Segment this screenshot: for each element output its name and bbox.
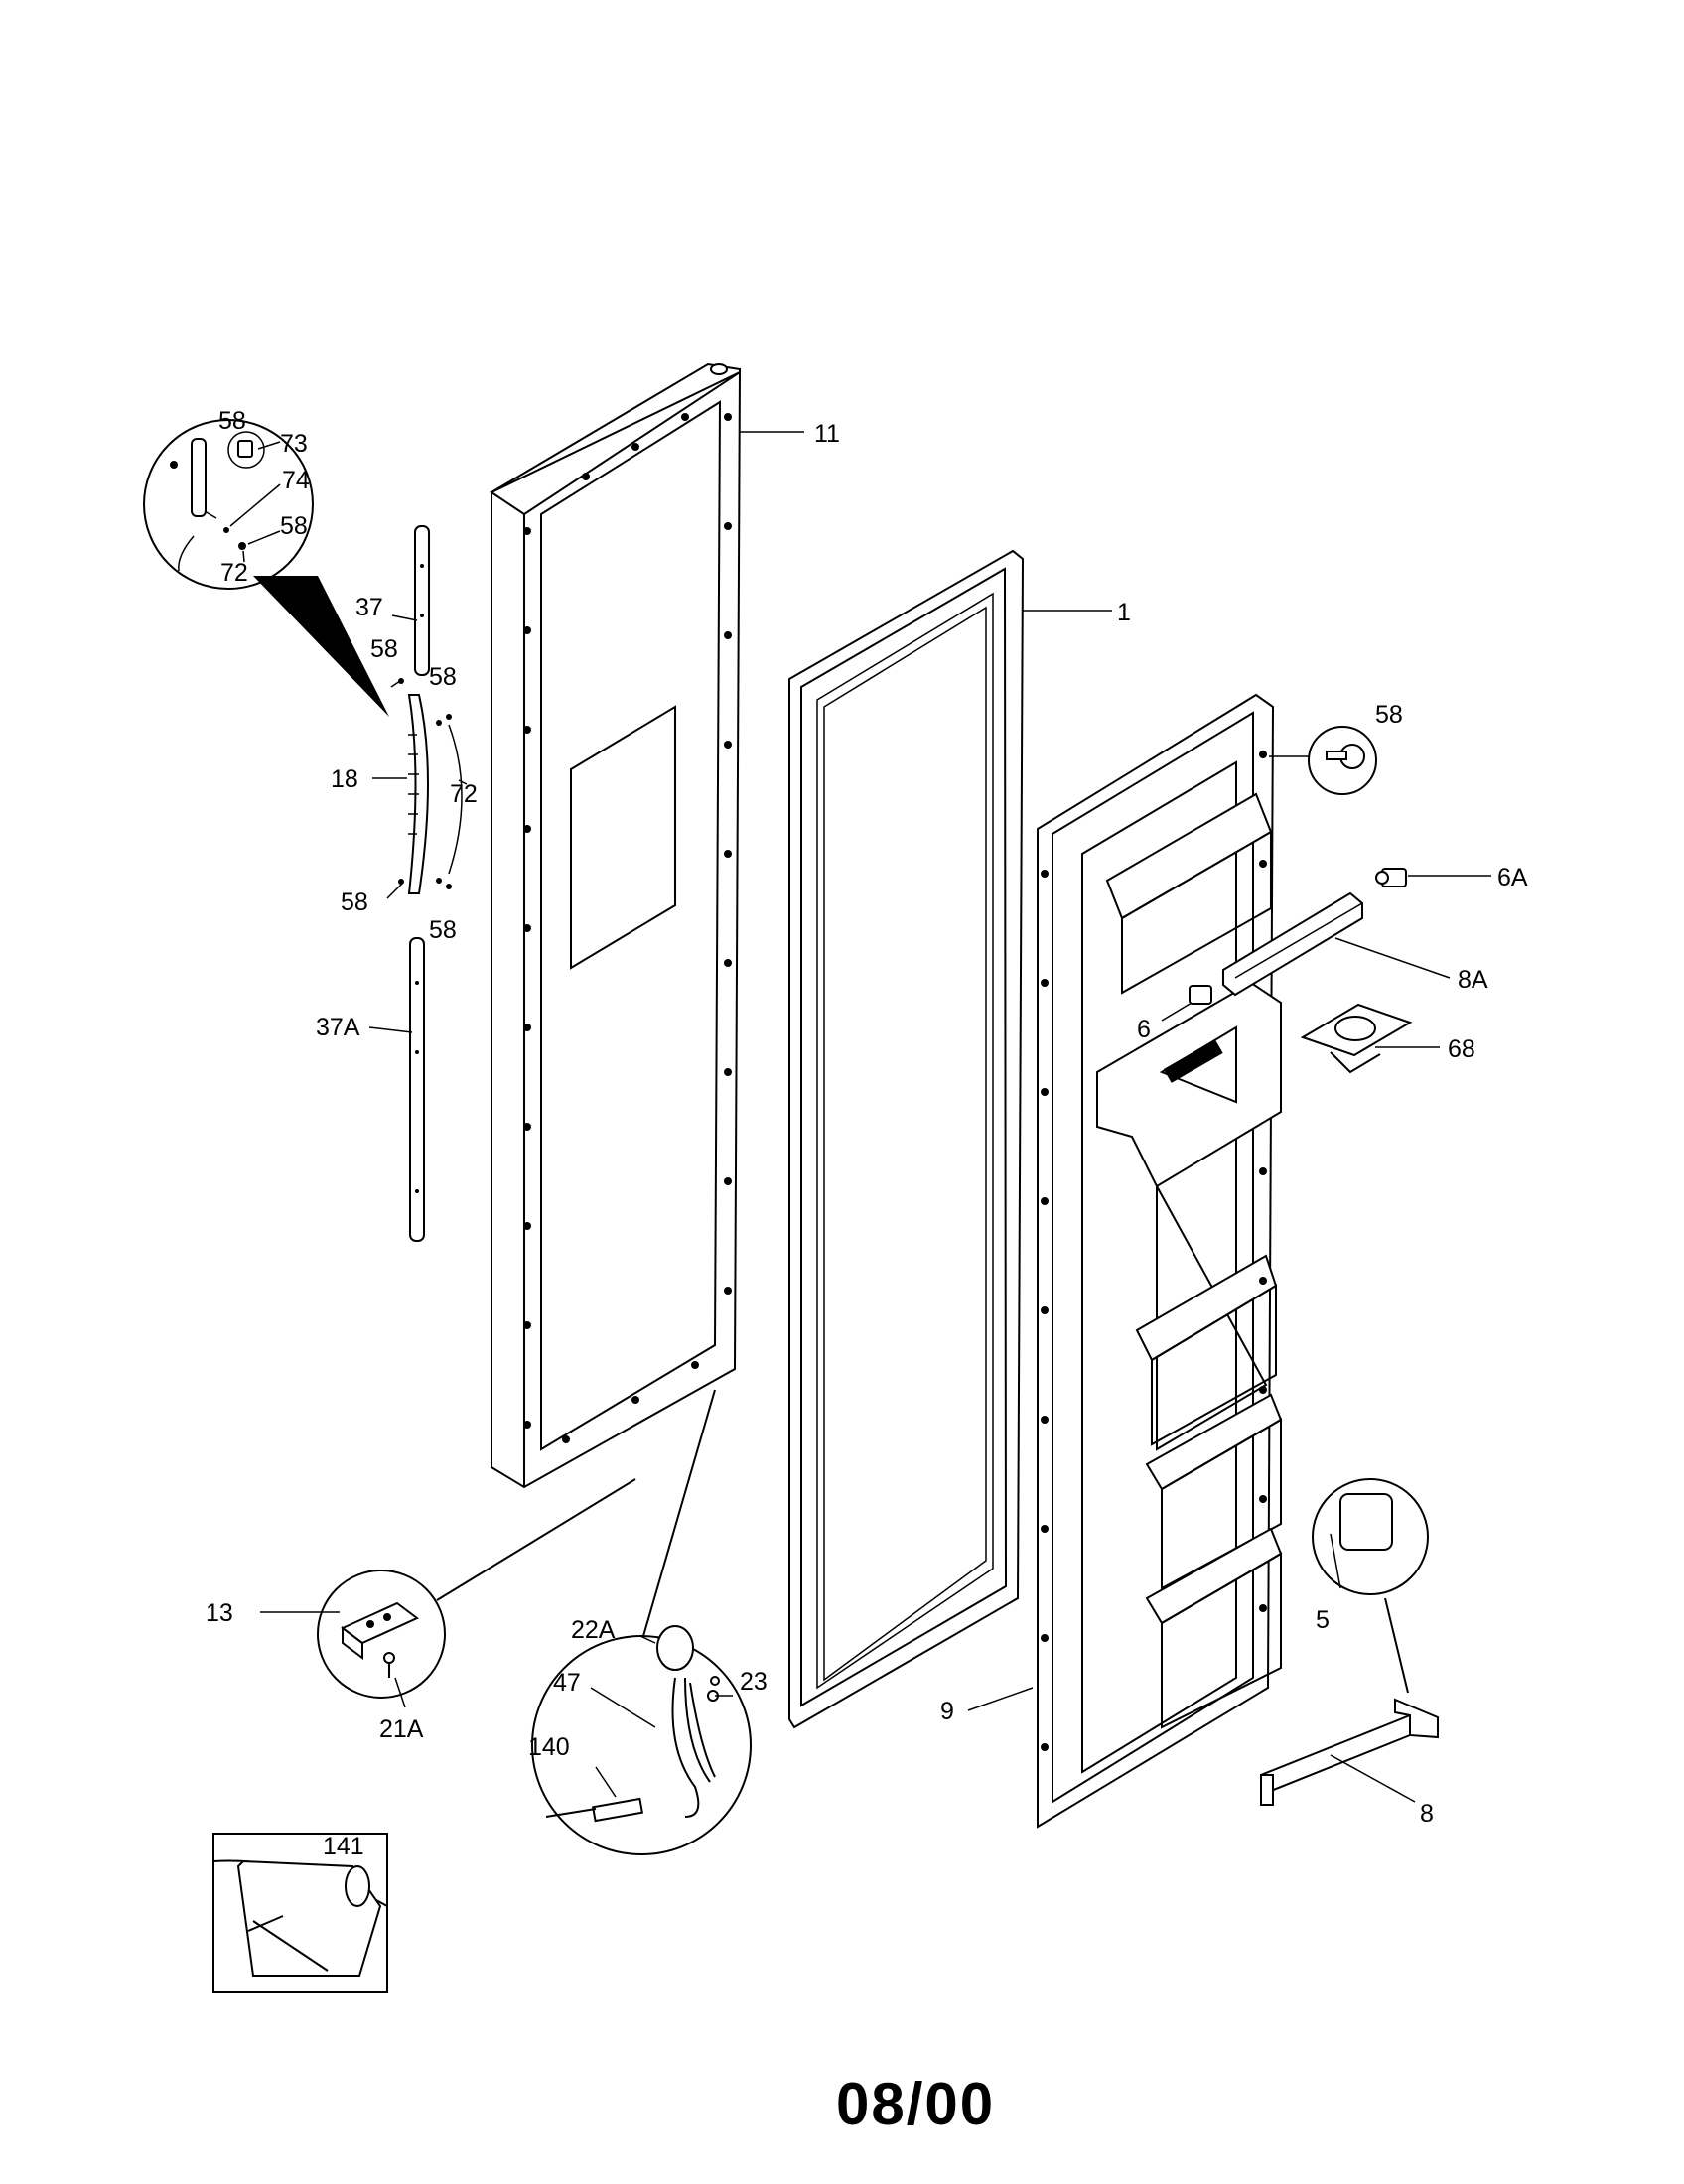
clip-6A (1375, 868, 1407, 887)
door-screw-holes (523, 413, 732, 1443)
liner-screw-holes (1041, 751, 1267, 1751)
part-labels: 11 1 58 6A 8A 6 68 9 5 8 13 21A 22A 47 2… (206, 407, 1528, 1860)
label-part-1: 1 (1117, 599, 1131, 626)
bin-bracket-8 (1260, 1698, 1439, 1806)
label-part-18: 18 (331, 765, 358, 793)
dispenser-cup-68 (1300, 1003, 1413, 1074)
label-part-47: 47 (553, 1669, 581, 1697)
label-part-140: 140 (528, 1733, 570, 1761)
leader-lines (204, 431, 1491, 1803)
clip-6 (1189, 985, 1212, 1005)
label-part-37: 37 (355, 594, 383, 621)
upper-hinge-strip (414, 525, 430, 676)
label-part-58-b: 58 (429, 663, 457, 691)
label-part-8A: 8A (1458, 966, 1488, 994)
label-part-141: 141 (323, 1833, 364, 1860)
inner-door-liner (1037, 693, 1283, 1829)
label-part-58-a: 58 (370, 635, 398, 663)
label-part-5: 5 (1316, 1606, 1330, 1634)
label-part-73: 73 (280, 430, 308, 458)
label-part-6: 6 (1137, 1016, 1151, 1043)
handle-screws (398, 678, 468, 889)
label-part-68: 68 (1448, 1035, 1475, 1063)
bracket-detail-callout (317, 1478, 636, 1699)
label-part-74: 74 (282, 467, 310, 494)
label-part-23: 23 (740, 1668, 768, 1696)
label-part-6A: 6A (1497, 864, 1528, 891)
label-part-9: 9 (940, 1698, 954, 1725)
label-part-72-detail: 72 (220, 559, 248, 587)
label-part-58-c: 58 (341, 888, 368, 916)
label-part-58-e: 58 (218, 407, 246, 435)
label-part-58-d: 58 (429, 916, 457, 944)
footer-code: 08/00 (836, 2071, 995, 2137)
label-part-58-f: 58 (280, 512, 308, 540)
pad-5-detail (1312, 1478, 1429, 1694)
label-part-13: 13 (206, 1599, 233, 1627)
label-part-58-screw: 58 (1375, 701, 1403, 729)
door-handle (407, 694, 429, 894)
screw-58-detail (1269, 726, 1377, 795)
hinge-detail-callout (143, 419, 389, 717)
outer-door-panel (489, 362, 742, 1489)
trim-bar-8A (1222, 891, 1363, 997)
label-part-22A: 22A (571, 1616, 616, 1644)
label-part-37A: 37A (316, 1014, 360, 1041)
lower-hinge-strip (409, 937, 425, 1242)
label-part-11: 11 (814, 420, 840, 448)
label-part-72: 72 (450, 780, 478, 808)
label-part-21A: 21A (379, 1715, 424, 1743)
parts-kit-box (212, 1833, 388, 1993)
door-gasket (788, 549, 1025, 1729)
label-part-8: 8 (1420, 1800, 1434, 1828)
